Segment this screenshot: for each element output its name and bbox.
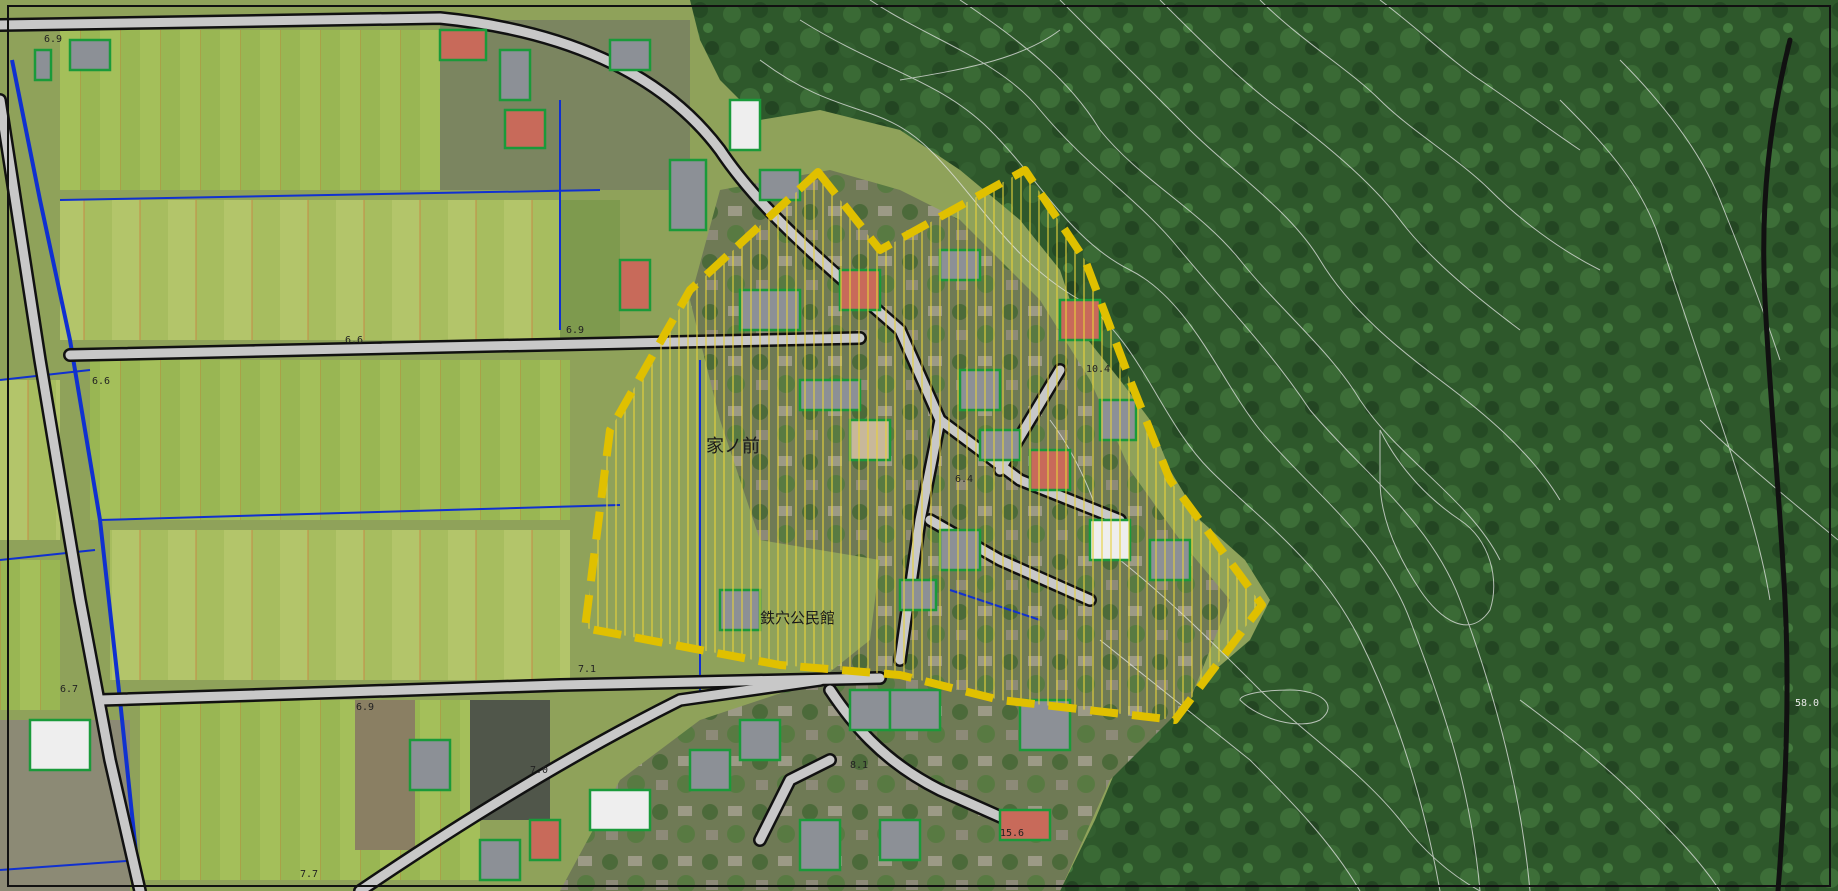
place-label-hall: 鉄穴公民館: [760, 609, 835, 627]
elevation-label: 6.6: [92, 376, 110, 387]
elevation-label: 6.4: [955, 474, 973, 485]
elevation-label: 10.4: [1086, 364, 1110, 375]
elevation-label: 6.9: [44, 34, 62, 45]
place-label-area: 家ノ前: [706, 436, 760, 457]
elevation-label: 7.1: [578, 664, 596, 675]
elevation-label: 7.7: [300, 869, 318, 880]
planning-zone-hatch: [585, 170, 1262, 720]
elevation-label: 6.9: [566, 325, 584, 336]
elevation-label: 6.6: [345, 335, 363, 346]
elevation-label: 58.0: [1795, 698, 1819, 709]
elevation-label: 6.7: [60, 684, 78, 695]
elevation-label: 15.6: [1000, 828, 1024, 839]
elevation-label: 8.1: [850, 760, 868, 771]
map-frame: [7, 5, 1831, 887]
planning-zone-outline: [581, 166, 1266, 724]
elevation-labels: 6.9 6.6 6.9 6.6 6.7 6.9 7.1 7.0 7.7 10.4…: [44, 34, 1819, 880]
elevation-label: 7.0: [530, 765, 548, 776]
forest-area: [690, 0, 1838, 891]
elevation-label: 6.9: [356, 702, 374, 713]
paddy-fields: [0, 30, 620, 880]
